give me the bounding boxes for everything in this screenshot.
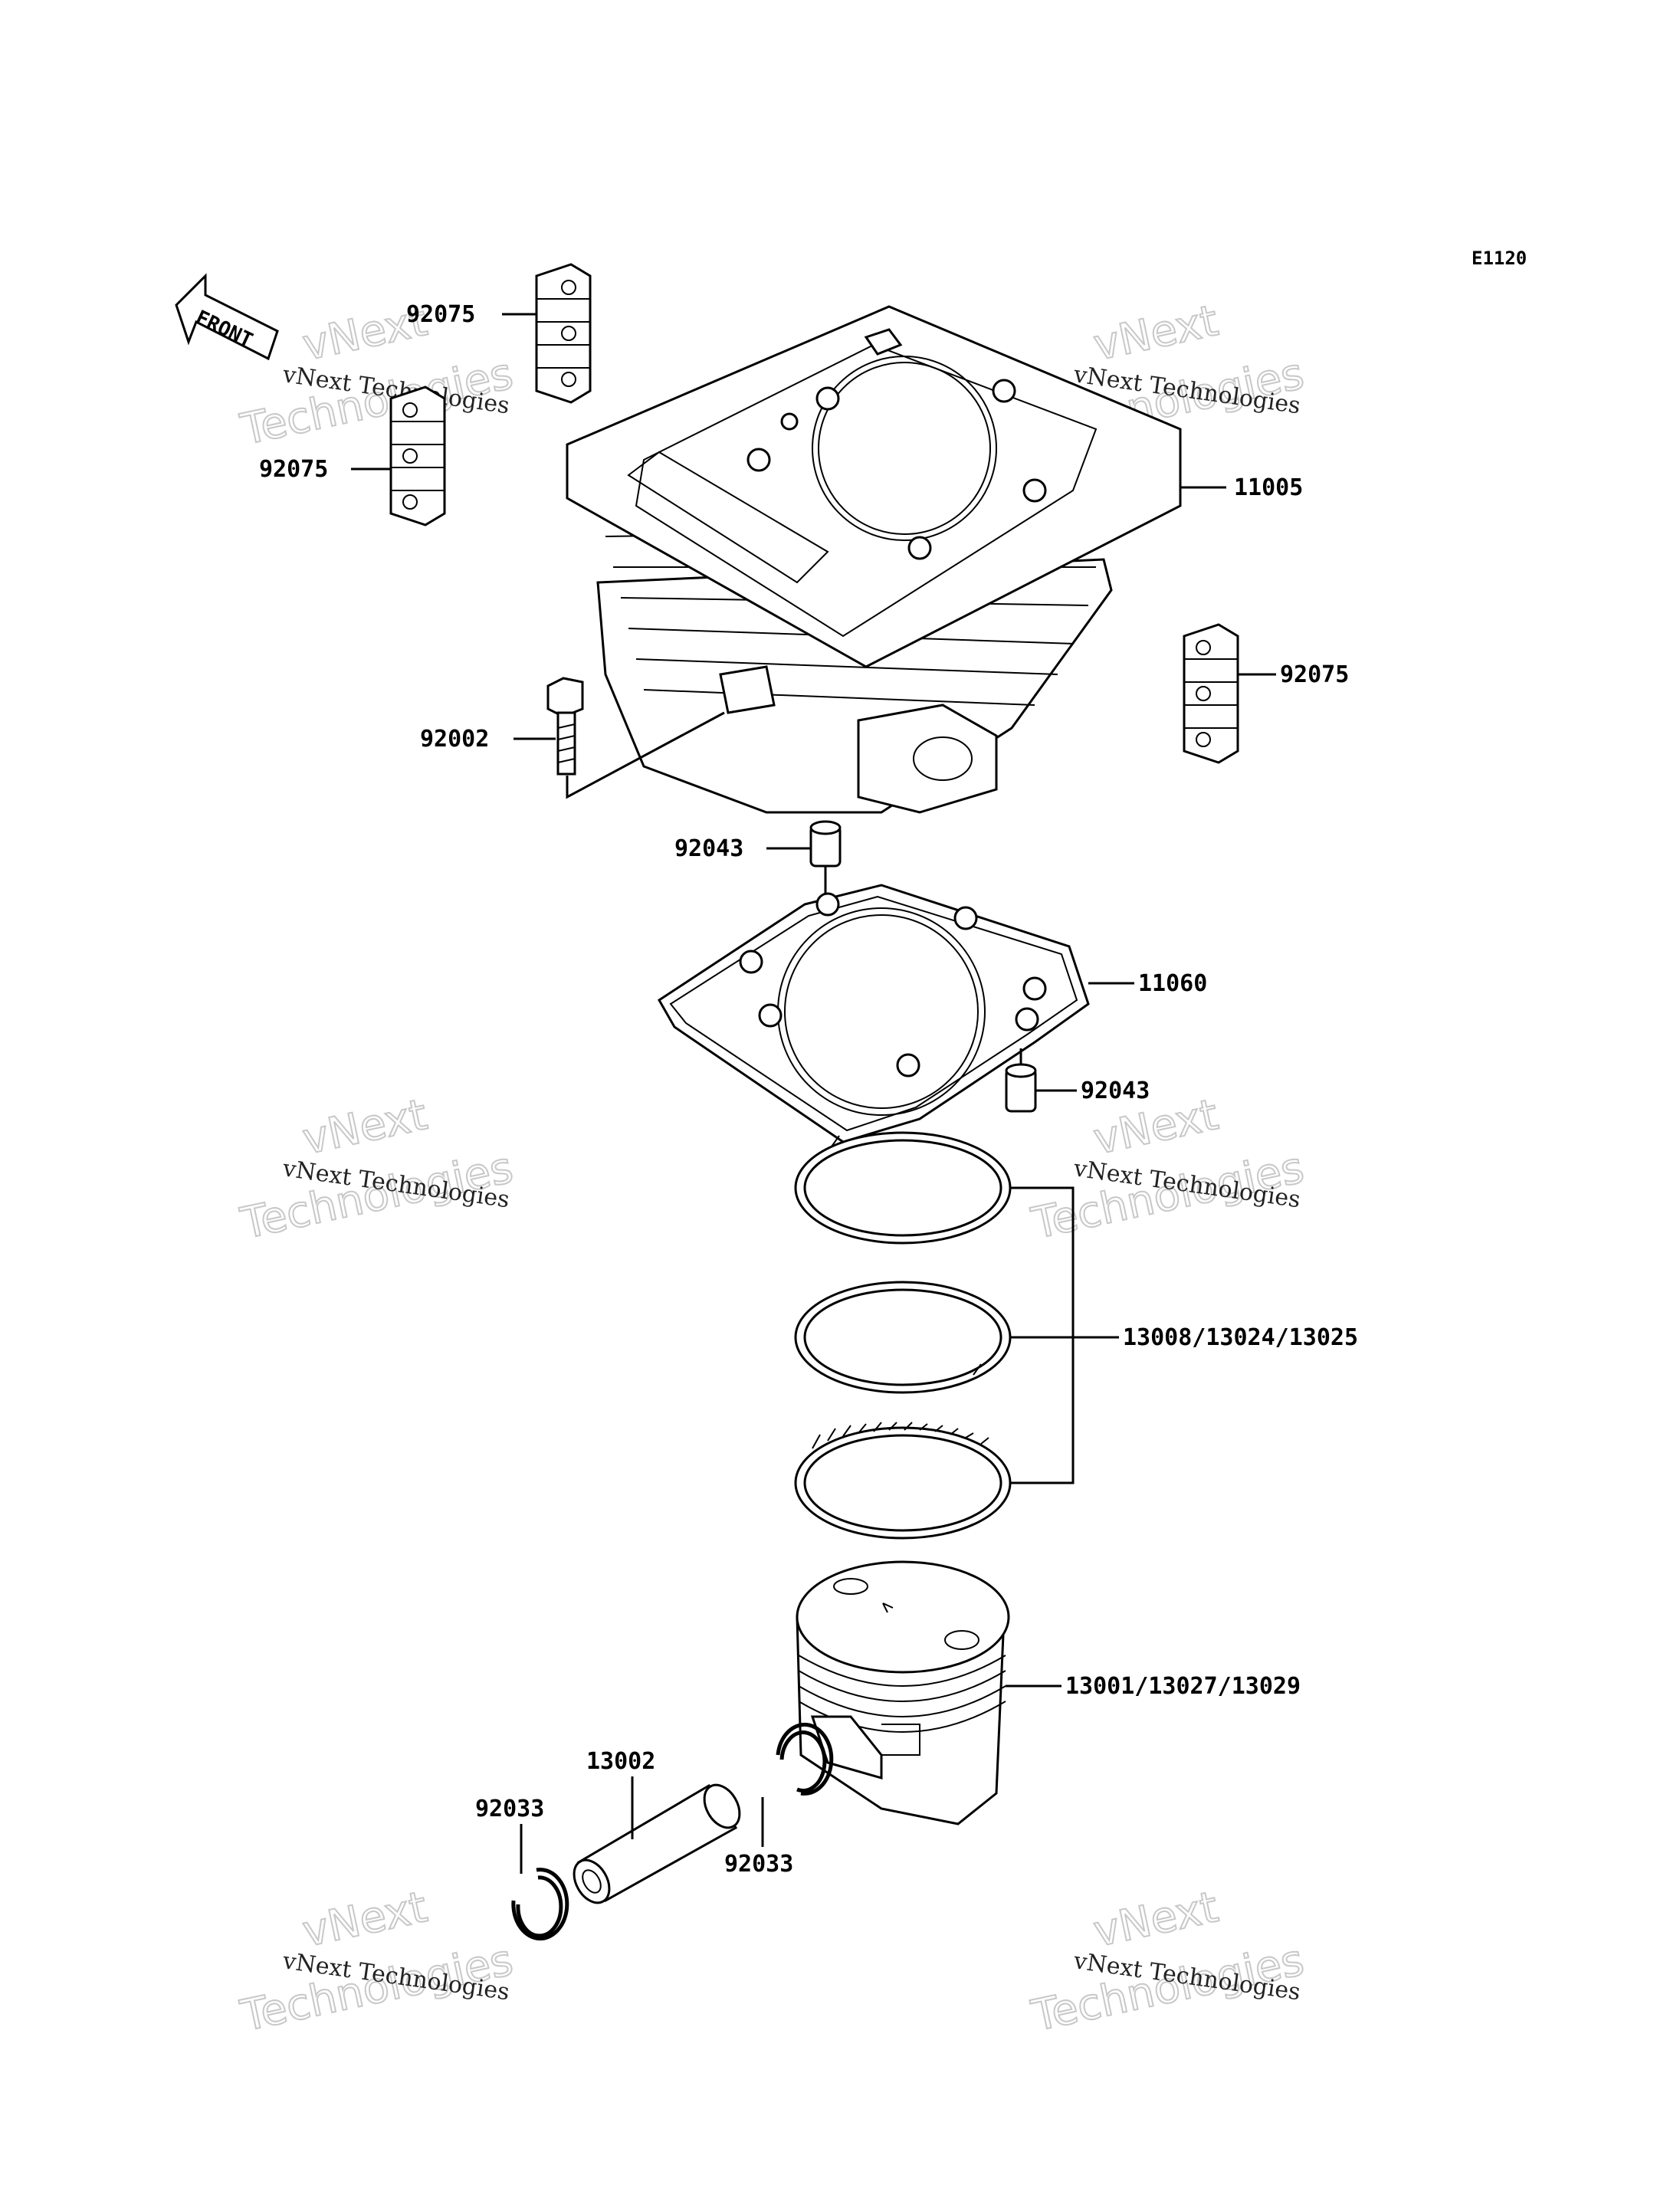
gasket-part xyxy=(657,884,1090,1143)
callout-clip-top-left-b: 92075 xyxy=(259,456,328,483)
piston-ring-top xyxy=(794,1131,1012,1245)
snap-ring-right-part xyxy=(776,1722,834,1796)
callout-bolt: 92002 xyxy=(420,726,489,753)
svg-text:vNext: vNext xyxy=(1089,1882,1222,1957)
callout-clip-top-left-a: 92075 xyxy=(406,301,475,328)
piston-part xyxy=(796,1560,1010,1825)
watermark-bottom-right: vNext Technologies vNext Technologies xyxy=(1026,1881,1308,2042)
callout-gasket: 11060 xyxy=(1138,970,1207,997)
piston-ring-middle xyxy=(794,1281,1012,1394)
svg-text:vNext: vNext xyxy=(298,1882,431,1957)
watermark-mid-right: vNext Technologies vNext Technologies xyxy=(1026,1089,1308,1250)
diagram-code: E1120 xyxy=(1472,248,1527,269)
clip-part-right xyxy=(1183,623,1239,764)
callout-snap-ring-left: 92033 xyxy=(475,1796,544,1822)
callout-clip-right: 92075 xyxy=(1280,661,1349,688)
watermark-mid-left: vNext Technologies vNext Technologies xyxy=(235,1089,517,1250)
piston-ring-oil xyxy=(794,1422,1012,1540)
svg-text:vNext: vNext xyxy=(1089,296,1222,371)
callout-piston-pin: 13002 xyxy=(586,1748,655,1775)
bolt-part xyxy=(546,677,584,776)
callout-piston-rings: 13008/13024/13025 xyxy=(1123,1324,1358,1351)
piston-pin-part xyxy=(573,1783,741,1904)
watermark-bottom-left: vNext Technologies vNext Technologies xyxy=(235,1881,517,2042)
cylinder-part xyxy=(566,305,1182,814)
clip-part-top xyxy=(535,263,592,404)
svg-text:vNext: vNext xyxy=(298,1090,431,1165)
clip-part-left xyxy=(389,385,446,526)
callout-piston: 13001/13027/13029 xyxy=(1065,1673,1301,1700)
front-arrow-icon: FRONT xyxy=(175,273,279,361)
callout-dowel-lower: 92043 xyxy=(1081,1078,1150,1104)
callout-cylinder: 11005 xyxy=(1234,474,1303,501)
dowel-lower-part xyxy=(1005,1063,1037,1113)
callout-dowel-upper: 92043 xyxy=(674,835,743,862)
callout-snap-ring-right: 92033 xyxy=(724,1851,793,1878)
snap-ring-left-part xyxy=(511,1868,569,1940)
dowel-upper-part xyxy=(809,820,842,868)
